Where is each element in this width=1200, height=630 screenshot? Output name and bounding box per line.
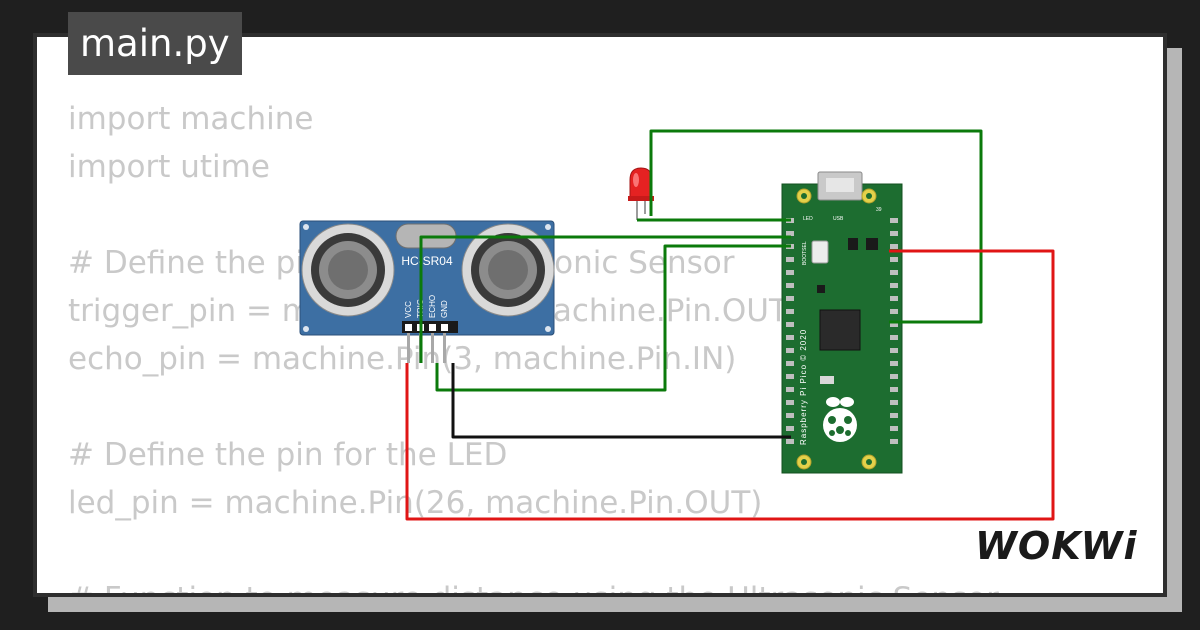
code-line: import utime [68,149,270,185]
pin-label-echo: ECHO [428,295,437,318]
transducer-right [461,223,555,317]
pico-right-pins [890,218,898,444]
wire-vcc [405,249,1055,521]
pico-silkscreen: Raspberry Pi Pico © 2020 [799,329,808,445]
transducer-left [301,223,395,317]
code-card: import machine import utime # Define the… [33,33,1167,597]
wire-gnd [451,363,791,439]
red-led[interactable] [628,167,654,220]
pico-led-label: LED [803,216,813,222]
wires [405,129,1055,521]
pico-bootsel-label: BOOTSEL [802,241,808,265]
file-tab[interactable]: main.py [68,12,242,75]
code-line: # Function to measure distance using the… [68,575,999,593]
code-line: import machine [68,101,314,137]
wire-trig [419,235,791,363]
pin-label-vcc: VCC [404,301,413,318]
code-line: # Define the pin for the LED [68,437,508,473]
rp2040-chip [819,309,861,351]
pico-usb-label: USB [833,216,844,222]
wire-echo [435,244,791,392]
bootsel-button[interactable] [811,240,829,264]
ultrasonic-sensor[interactable]: HC-SR04 VCC TRIG ECHO GND [299,220,555,363]
wokwi-logo: WOKWi [975,524,1138,568]
raspberry-pi-pico[interactable]: LED USB 39 BOOTSEL Raspberry Pi Pico © 2… [781,171,903,474]
sensor-model-label: HC-SR04 [401,254,453,268]
pico-pin-label: 39 [876,207,882,213]
raspberry-logo-icon [823,397,857,442]
pin-label-gnd: GND [440,300,449,318]
wire-led-anode [649,129,983,324]
code-line: led_pin = machine.Pin(26, machine.Pin.OU… [68,485,763,521]
